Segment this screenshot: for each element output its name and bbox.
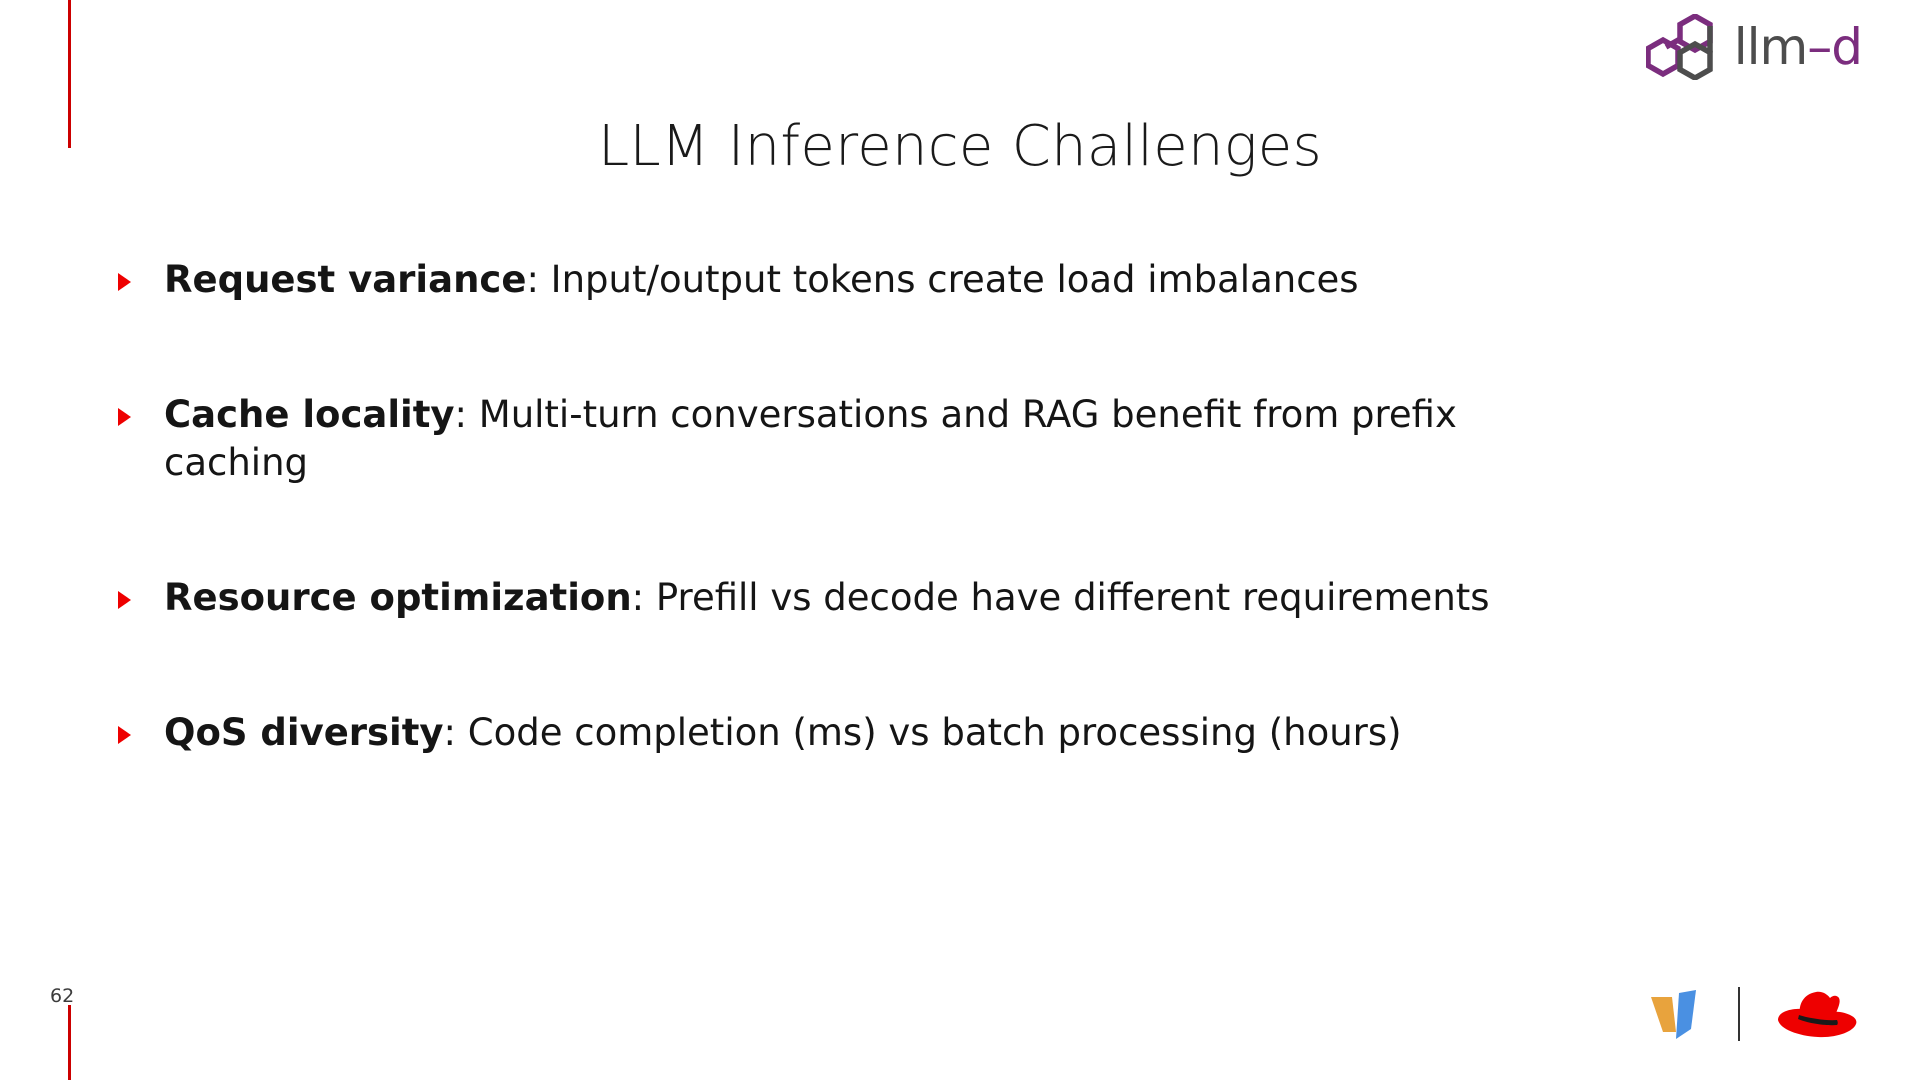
list-item-text: Request variance: Input/output tokens cr… [164, 256, 1494, 303]
footer-divider [1738, 987, 1740, 1041]
list-item-lead: Cache locality [164, 393, 455, 437]
list-item: QoS diversity: Code completion (ms) vs b… [118, 709, 1718, 756]
triangle-right-icon [118, 273, 132, 291]
footer-logos [1646, 982, 1862, 1046]
list-item-lead: Resource optimization [164, 576, 632, 620]
list-item: Resource optimization: Prefill vs decode… [118, 574, 1718, 621]
llm-d-logo: llm–d [1645, 14, 1863, 80]
list-item-text: QoS diversity: Code completion (ms) vs b… [164, 709, 1494, 756]
llm-d-wordmark-dash: – [1807, 18, 1832, 76]
triangle-right-icon [118, 591, 132, 610]
accent-rule-top [68, 0, 71, 148]
vllm-logo [1651, 990, 1696, 1039]
list-item-body: : Prefill vs decode have different requi… [631, 576, 1490, 620]
llm-d-wordmark-suffix: d [1831, 18, 1863, 76]
page-number: 62 [50, 985, 75, 1007]
list-item-lead: Request variance [164, 258, 527, 301]
list-item: Cache locality: Multi-turn conversations… [118, 391, 1718, 486]
llm-d-hexagon-mark [1645, 14, 1713, 80]
list-item-body: : Input/output tokens create load imbala… [526, 258, 1359, 301]
red-hat-logo [1778, 991, 1857, 1038]
list-item-text: Cache locality: Multi-turn conversations… [164, 391, 1494, 486]
llm-d-wordmark-prefix: llm [1733, 18, 1808, 76]
list-item-body: : Code completion (ms) vs batch processi… [443, 711, 1402, 755]
list-item-text: Resource optimization: Prefill vs decode… [164, 574, 1494, 621]
list-item-body: : Multi-turn conversations and RAG benef… [164, 393, 1457, 484]
triangle-right-icon [118, 408, 132, 427]
list-item-lead: QoS diversity [164, 711, 444, 755]
bullet-list: Request variance: Input/output tokens cr… [118, 256, 1718, 757]
list-item: Request variance: Input/output tokens cr… [118, 256, 1718, 303]
llm-d-wordmark: llm–d [1734, 22, 1863, 72]
triangle-right-icon [118, 726, 132, 745]
page-title: LLM Inference Challenges [598, 113, 1322, 179]
accent-rule-bottom [68, 1005, 71, 1080]
